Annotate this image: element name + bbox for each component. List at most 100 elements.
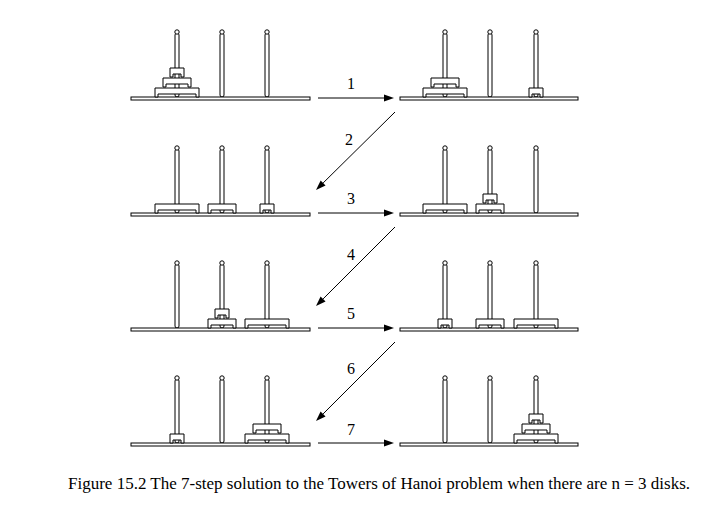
peg [265,379,269,443]
step-arrow [323,342,395,414]
arrow-head [384,440,394,447]
disk [483,194,497,203]
hanoi-panel [400,30,578,100]
peg-knob [265,261,269,265]
peg-knob [175,376,179,380]
arrow-head [316,180,326,190]
peg [175,149,179,213]
arrow-head [384,95,394,102]
step-number: 7 [347,422,355,438]
disk [514,319,558,328]
peg-knob [488,146,492,150]
disk [476,319,504,328]
peg-knob [265,146,269,150]
disk [253,424,281,433]
step-arrow [318,98,384,99]
hanoi-panel [131,376,310,446]
disk [476,204,504,213]
peg [220,379,224,443]
step-arrow [323,227,395,299]
disk [438,319,452,328]
peg [443,149,447,213]
step-number: 2 [345,132,353,148]
base-board [131,328,310,331]
peg [265,149,269,213]
peg [220,149,224,213]
base-board [400,328,578,331]
hanoi-panel [131,146,310,216]
step-number: 4 [347,247,355,263]
peg-knob [488,30,492,34]
peg [443,33,447,97]
peg-knob [534,30,538,34]
peg-knob [534,146,538,150]
disk [245,319,289,328]
disk [245,434,289,443]
peg [175,264,179,328]
base-board [400,443,578,446]
base-board [400,213,578,216]
disk [163,78,191,87]
peg [443,379,447,443]
peg-knob [534,261,538,265]
peg [220,264,224,328]
arrow-head [316,296,326,306]
peg [488,149,492,213]
peg [488,33,492,97]
peg [534,264,538,328]
peg [265,264,269,328]
disk [170,434,184,443]
step-arrow [318,328,384,329]
arrow-head [316,411,326,421]
peg-knob [265,376,269,380]
hanoi-panel [131,261,310,331]
figure-caption: Figure 15.2 The 7-step solution to the T… [68,472,693,496]
step-number: 3 [347,191,355,207]
hanoi-panel [400,261,578,331]
disk [215,309,229,318]
step-number: 5 [347,306,355,322]
peg-knob [534,376,538,380]
step-arrow [318,213,384,214]
arrow-head [384,325,394,332]
disk [529,88,543,97]
peg-knob [175,30,179,34]
hanoi-panel [131,30,310,100]
peg-knob [220,261,224,265]
arrow-head [384,210,394,217]
peg [220,33,224,97]
disk [260,204,274,213]
disk [522,424,550,433]
peg-knob [175,261,179,265]
peg [265,33,269,97]
disk [423,204,467,213]
disk [155,204,199,213]
peg [488,264,492,328]
peg-knob [488,261,492,265]
step-number: 1 [347,76,355,92]
hanoi-panel [400,376,578,446]
peg-knob [443,30,447,34]
peg-knob [443,376,447,380]
peg [534,33,538,97]
step-number: 6 [347,361,355,377]
disk [431,78,459,87]
peg [175,33,179,97]
peg [175,379,179,443]
hanoi-panel [400,146,578,216]
disk [208,319,236,328]
step-arrow [323,112,395,183]
peg-knob [220,146,224,150]
disk [529,414,543,423]
peg [443,264,447,328]
peg [534,379,538,443]
peg-knob [220,30,224,34]
peg [488,379,492,443]
peg-knob [488,376,492,380]
base-board [131,443,310,446]
peg-knob [175,146,179,150]
peg-knob [443,261,447,265]
base-board [400,97,578,100]
